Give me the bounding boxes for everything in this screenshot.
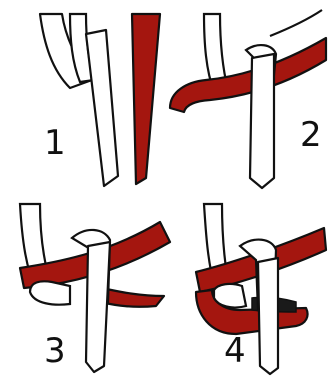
white-strap-tail — [258, 258, 278, 374]
step-3-panel: 3 — [20, 204, 170, 372]
white-strap-tail — [86, 242, 110, 372]
step-number: 1 — [44, 123, 66, 163]
red-strap — [132, 14, 160, 184]
step-2-panel: 2 — [170, 10, 326, 188]
step-number: 3 — [44, 331, 66, 371]
white-strap-tail — [250, 54, 274, 188]
white-strap-right-edge — [270, 10, 322, 36]
white-strap-knot-fold — [214, 284, 246, 308]
step-4-panel: 4 — [196, 204, 326, 374]
step-1-panel: 1 — [40, 14, 160, 186]
step-number: 2 — [300, 115, 322, 155]
step-number: 4 — [224, 331, 246, 371]
white-strap-tail — [86, 30, 118, 186]
red-strap-lower — [100, 288, 164, 307]
white-strap-knot-fold — [30, 281, 70, 304]
